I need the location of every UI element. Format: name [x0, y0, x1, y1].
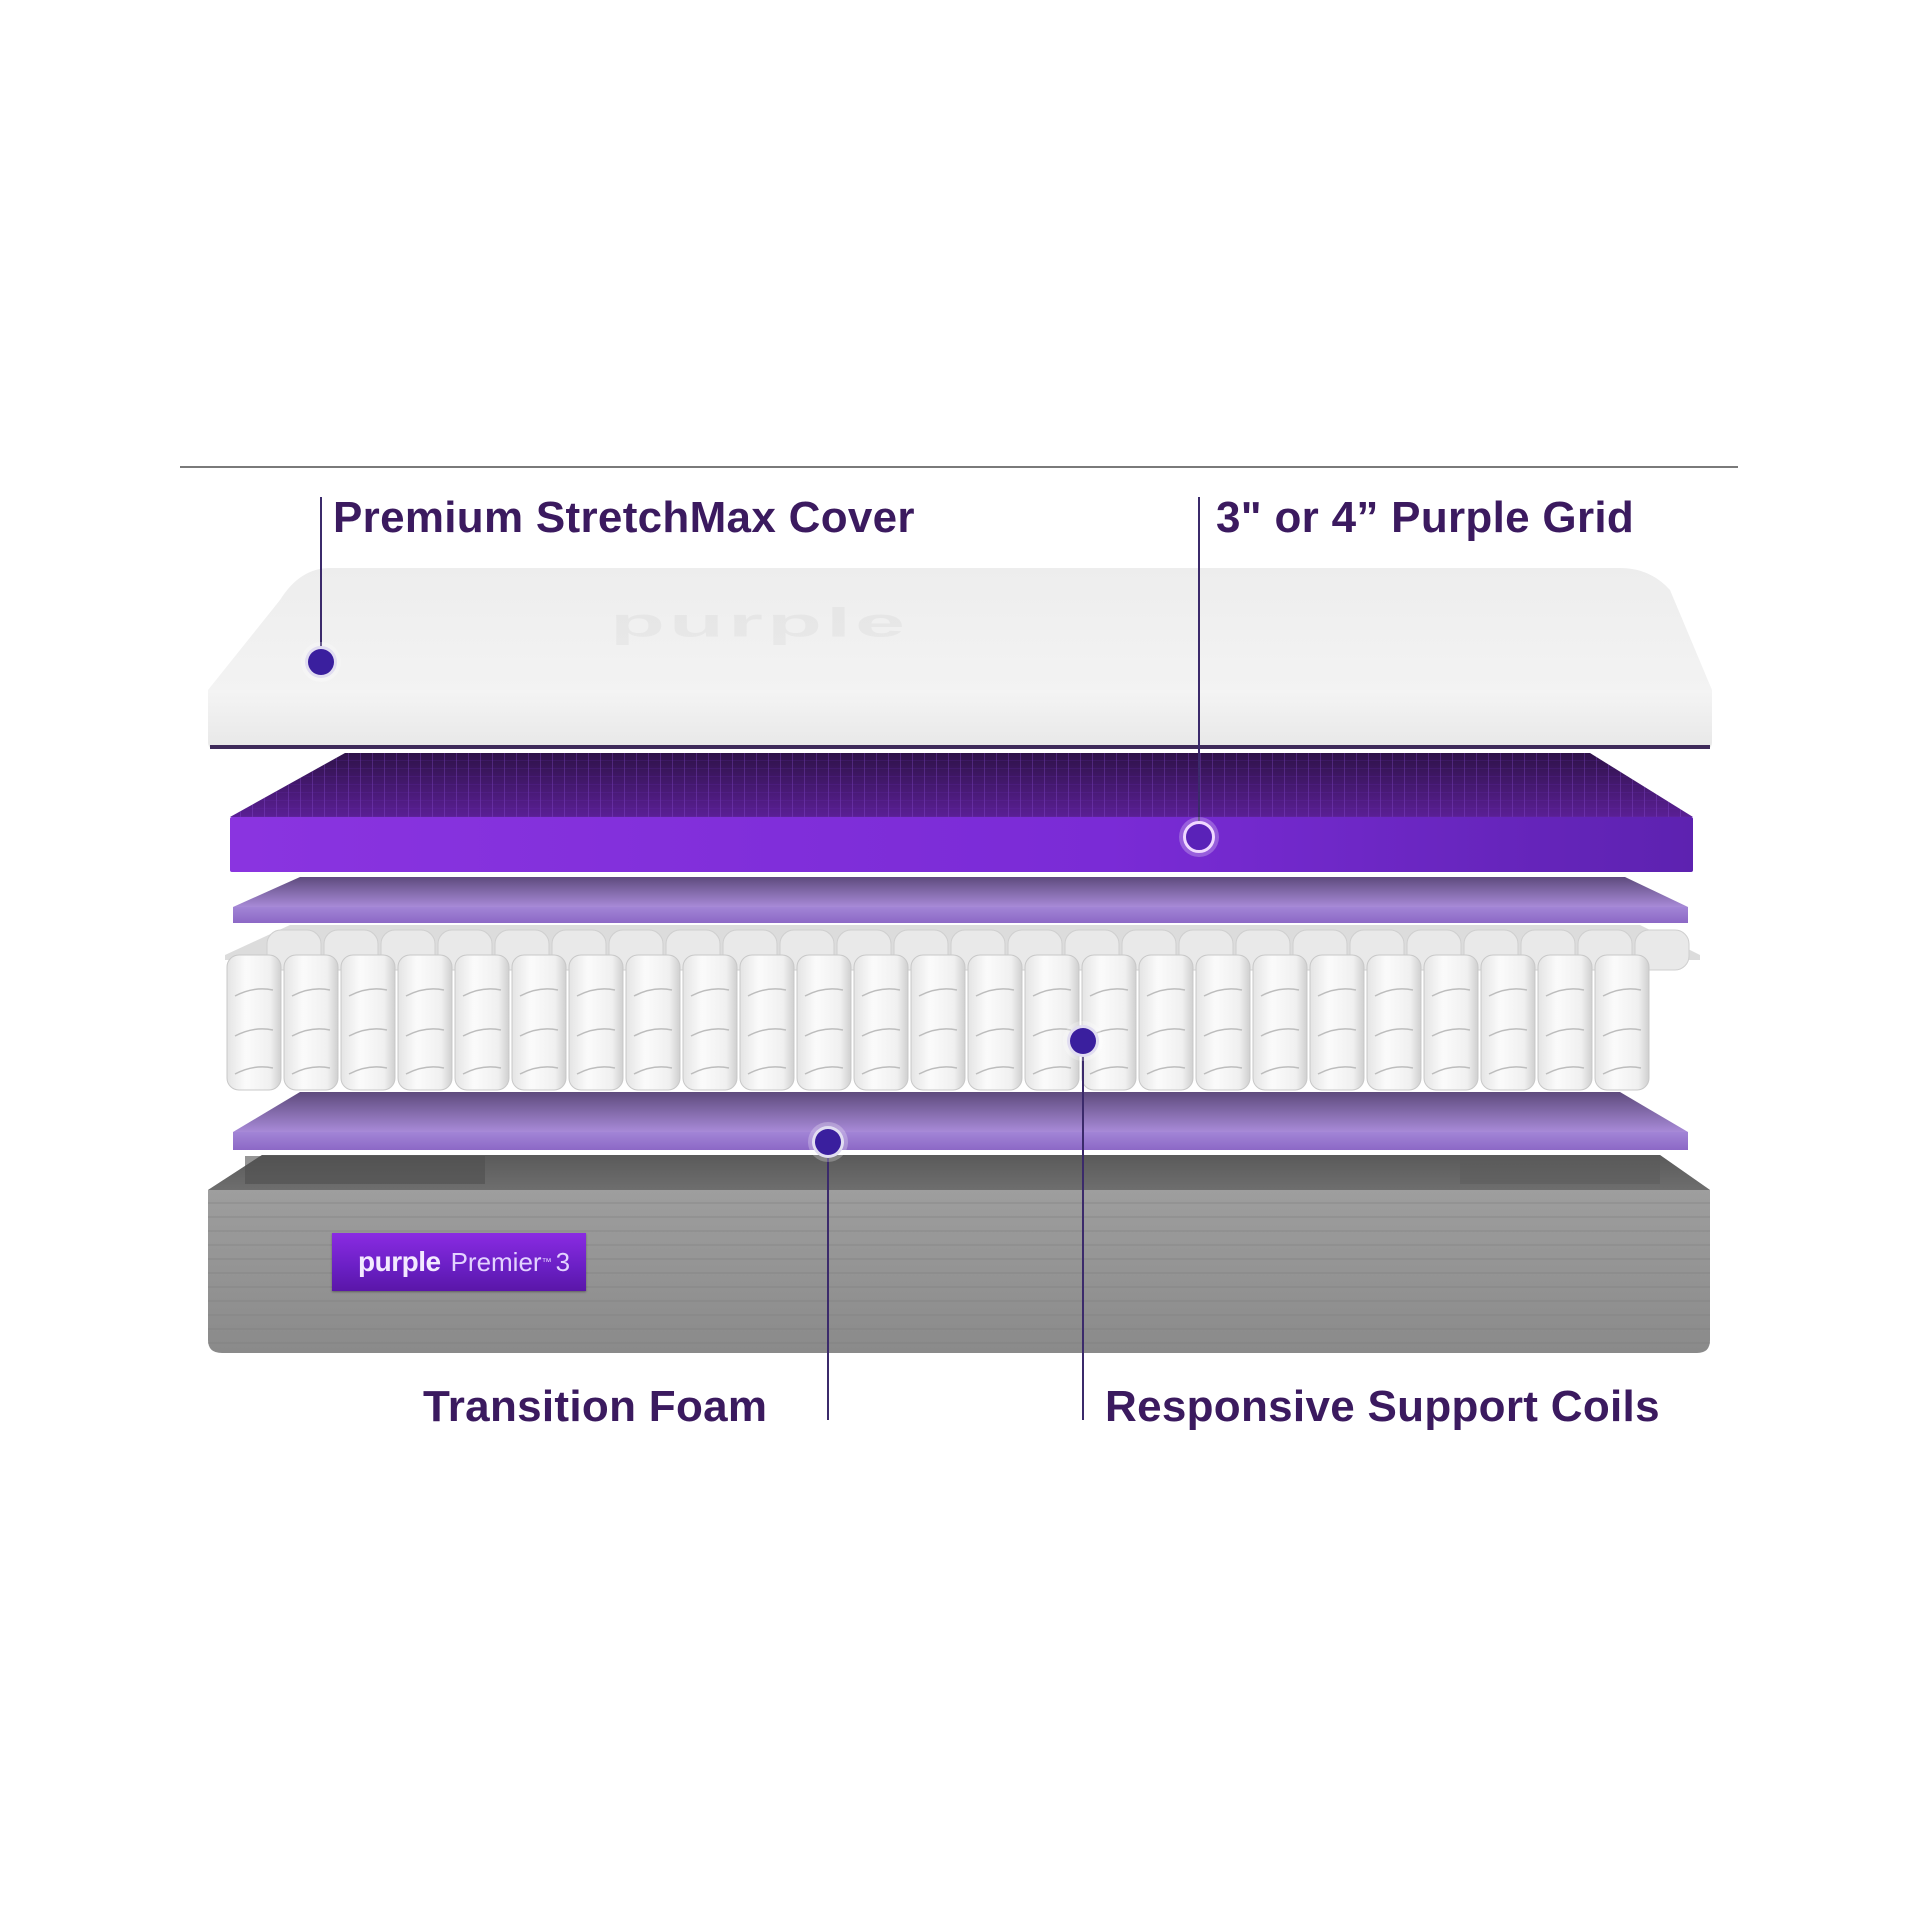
- coil-layer: [225, 925, 1700, 1091]
- model-name: Premier: [450, 1246, 542, 1277]
- cover-leader-line: [320, 497, 322, 650]
- coils-leader-line: [1082, 1052, 1084, 1420]
- grid-marker-dot[interactable]: [1183, 821, 1215, 853]
- coils-callout-label: Responsive Support Coils: [1105, 1382, 1660, 1431]
- cover-callout-label: Premium StretchMax Cover: [333, 493, 915, 542]
- transition-foam-callout-label: Transition Foam: [423, 1382, 768, 1431]
- transition-foam-marker-dot[interactable]: [812, 1126, 844, 1158]
- coils-marker-dot[interactable]: [1067, 1025, 1099, 1057]
- model-number: 3: [555, 1246, 571, 1277]
- grid-leader-line: [1198, 497, 1200, 823]
- grid-callout-label: 3" or 4” Purple Grid: [1216, 493, 1635, 542]
- product-brand-tag: purple Premier ™ 3: [332, 1233, 586, 1291]
- transition-foam-leader-line: [827, 1152, 829, 1420]
- cover-embossed-logo: purple: [610, 600, 909, 646]
- cover-marker-dot[interactable]: [305, 646, 337, 678]
- cover-layer: [208, 568, 1712, 749]
- lower-transition-foam-layer: [233, 1092, 1688, 1150]
- base-layer: [208, 1155, 1710, 1353]
- trademark-mark: ™: [541, 1256, 552, 1268]
- purple-grid-layer: [230, 753, 1693, 872]
- brand-name: purple: [358, 1246, 441, 1277]
- upper-transition-foam-layer: [233, 877, 1688, 923]
- top-divider: [180, 466, 1738, 468]
